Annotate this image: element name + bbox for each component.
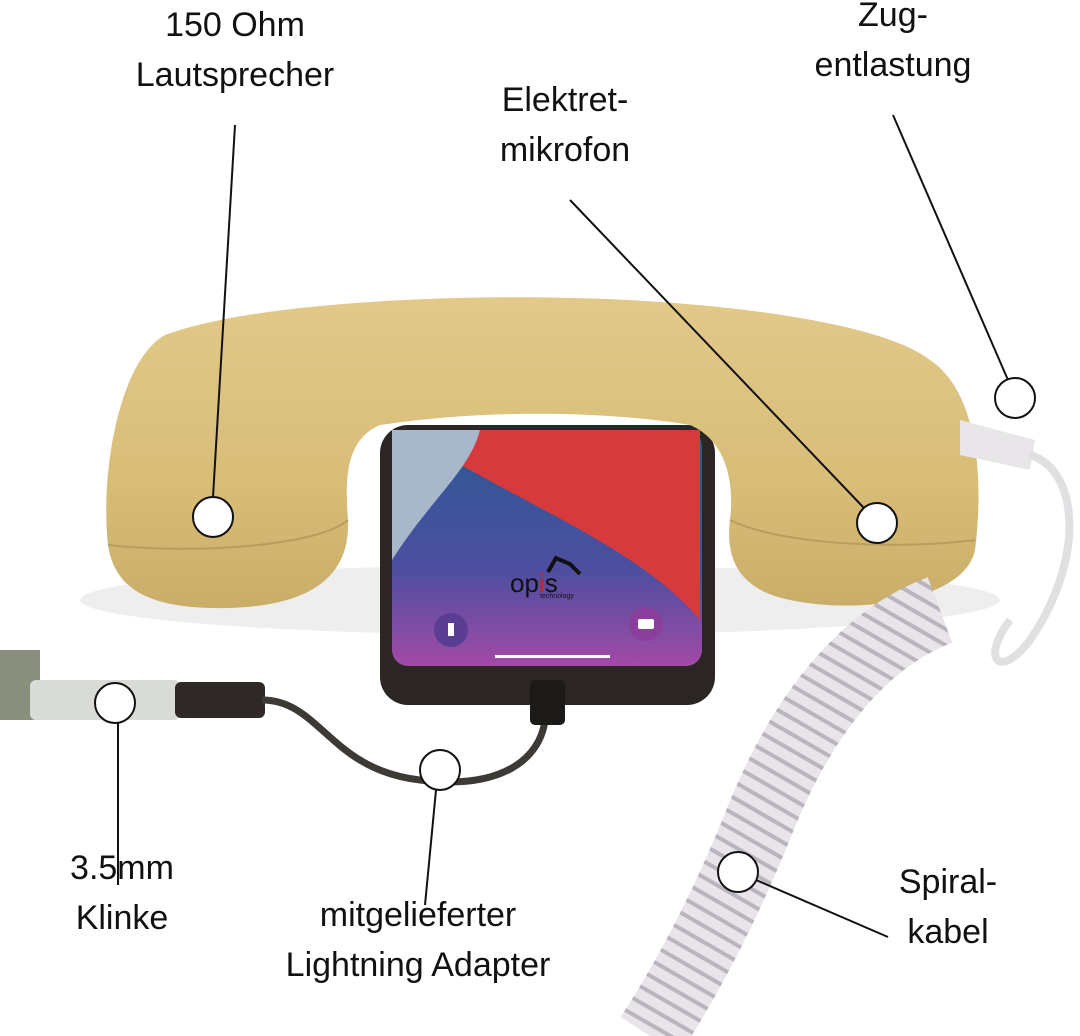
label-strain-relief-line1: Zug- (858, 0, 928, 34)
callout-line-microphone (569, 199, 865, 509)
label-microphone: Elektret- mikrofon (500, 75, 630, 175)
marker-speaker (192, 496, 234, 538)
callout-line-coil (755, 879, 889, 938)
label-adapter-line2: Lightning Adapter (285, 946, 551, 984)
label-coil-cable-line1: Spiral- (898, 863, 998, 901)
label-adapter-line1: mitgelieferter (319, 896, 517, 934)
marker-strain-relief (994, 377, 1036, 419)
marker-adapter (419, 749, 461, 791)
handset (106, 297, 979, 609)
coil-cable (620, 577, 954, 1036)
label-microphone-line1: Elektret- (501, 81, 629, 119)
label-jack: 3.5mm Klinke (70, 843, 174, 943)
label-jack-line2: Klinke (75, 899, 169, 937)
marker-microphone (856, 502, 898, 544)
marker-coil (717, 851, 759, 893)
label-adapter: mitgelieferter Lightning Adapter (286, 890, 551, 990)
strain-relief-cable (960, 420, 1074, 666)
svg-text:technology: technology (540, 593, 574, 600)
callouts (94, 114, 1036, 938)
label-coil-cable: Spiral- kabel (899, 857, 997, 957)
label-microphone-line2: mikrofon (499, 131, 631, 169)
label-strain-relief-line2: entlastung (814, 46, 972, 84)
label-speaker-line1: 150 Ohm (165, 6, 305, 44)
opis-logo: opis technology (510, 555, 582, 600)
callout-line-speaker (212, 124, 236, 498)
logo-text: opis (510, 568, 558, 598)
marker-jack (94, 682, 136, 724)
label-speaker: 150 Ohm Lautsprecher (136, 0, 334, 100)
label-jack-line1: 3.5mm (70, 849, 174, 887)
label-strain-relief: Zug- entlastung (815, 0, 972, 90)
home-indicator (495, 655, 610, 658)
label-coil-cable-line2: kabel (907, 913, 989, 951)
label-speaker-line2: Lautsprecher (135, 56, 335, 94)
callout-line-strain-relief (892, 114, 1009, 381)
callout-line-adapter (424, 789, 437, 906)
smartphone: opis technology (380, 425, 715, 705)
